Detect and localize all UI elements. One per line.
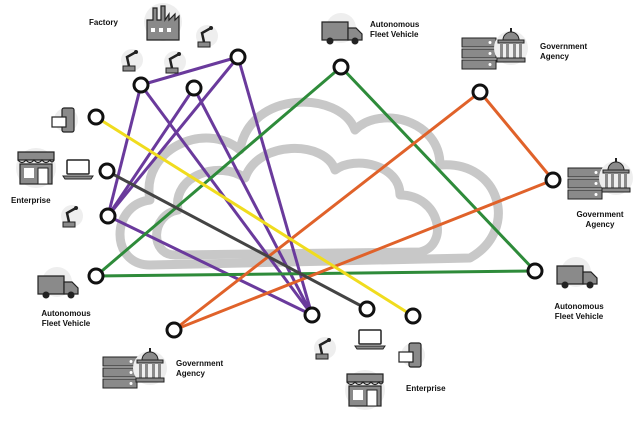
government-building-icon (599, 158, 633, 195)
link-orange-1 (173, 90, 481, 332)
link-dark-1 (106, 169, 368, 311)
link-purple-4 (192, 87, 314, 316)
link-purple-6 (106, 56, 240, 217)
node-factory-3 (229, 48, 247, 66)
link-yellow-1 (95, 115, 414, 318)
mobile-device-icon (51, 107, 78, 133)
connections (95, 55, 555, 332)
node-gov-top-right (471, 83, 489, 101)
node-enterprise-left-3 (99, 207, 117, 225)
node-enterprise-bottom-3 (404, 307, 422, 325)
server-rack-icon (567, 167, 603, 200)
node-enterprise-bottom-2 (358, 300, 376, 318)
cloud-shape (115, 97, 503, 270)
node-factory-1 (132, 76, 150, 94)
label-enterprise-bottom: Enterprise (406, 384, 446, 393)
node-fleet-left (87, 267, 105, 285)
link-orange-3 (173, 178, 554, 332)
factory-icon (144, 3, 182, 41)
link-purple-7 (236, 56, 314, 316)
storefront-icon (16, 148, 56, 188)
government-building-icon (494, 28, 528, 65)
robot-arm-icon (61, 205, 83, 228)
truck-icon (37, 267, 79, 299)
node-enterprise-left-2 (98, 162, 116, 180)
node-fleet-top (332, 58, 350, 76)
label-enterprise-left: Enterprise (11, 196, 51, 205)
link-green-1 (95, 65, 342, 278)
government-building-icon (133, 348, 167, 385)
robot-arm-icon (196, 25, 218, 48)
robot-arm-icon (121, 49, 143, 72)
laptop-icon (354, 329, 386, 350)
server-rack-icon (461, 37, 497, 70)
node-enterprise-bottom-1 (303, 306, 321, 324)
link-purple-3 (140, 55, 239, 87)
robot-arm-icon (314, 337, 336, 360)
truck-icon (321, 13, 363, 45)
label-factory: Factory (89, 18, 118, 27)
laptop-icon (62, 159, 94, 180)
server-rack-icon (102, 356, 138, 389)
node-gov-bottom (165, 321, 183, 339)
node-factory-2 (185, 79, 203, 97)
nodes (87, 48, 562, 339)
link-orange-2 (478, 91, 555, 181)
node-fleet-right (526, 262, 544, 280)
link-green-2 (339, 65, 537, 273)
mobile-device-icon (398, 342, 425, 368)
truck-icon (556, 257, 598, 289)
link-purple-2 (106, 84, 143, 217)
robot-arm-icon (164, 51, 186, 74)
storefront-icon (345, 370, 385, 410)
node-gov-right (544, 171, 562, 189)
node-enterprise-left-1 (87, 108, 105, 126)
link-purple-8 (107, 214, 313, 317)
